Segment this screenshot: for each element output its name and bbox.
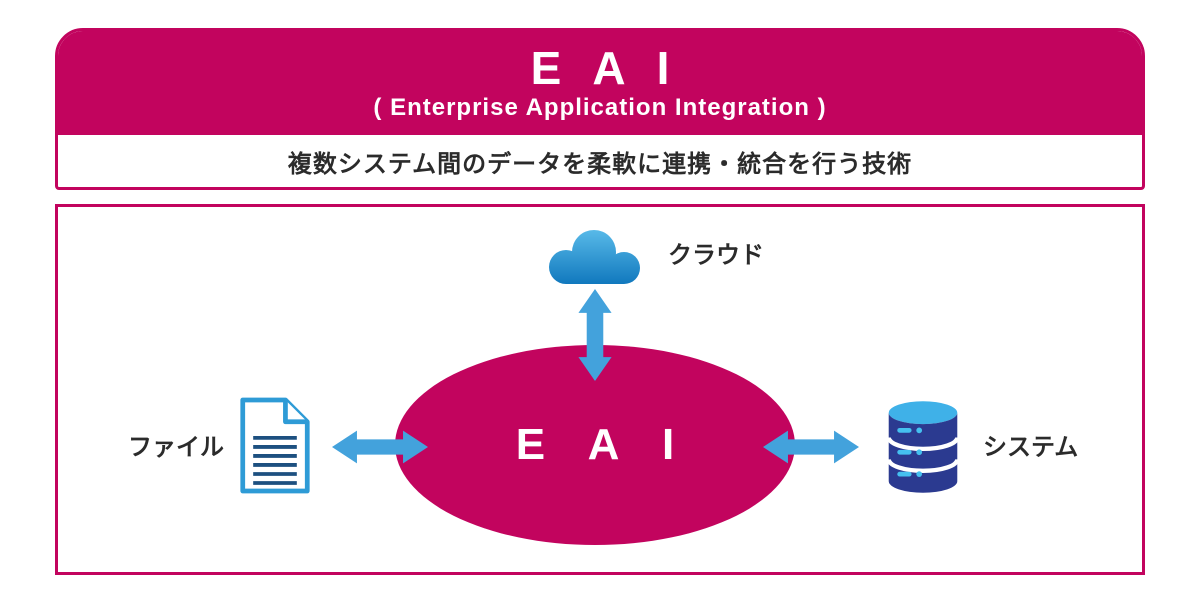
file-document-icon: [240, 397, 310, 494]
system-label: システム: [983, 434, 1079, 461]
double-arrow-cloud-icon: [578, 289, 612, 381]
header-banner: E A I ( Enterprise Application Integrati…: [58, 31, 1142, 135]
cloud-icon: [549, 230, 640, 284]
database-icon: [886, 401, 960, 493]
double-arrow-system-icon: [763, 430, 859, 464]
page-subtitle: ( Enterprise Application Integration ): [373, 94, 827, 122]
eai-hub-label: E A I: [515, 420, 691, 469]
file-label: ファイル: [128, 434, 224, 461]
page-title: E A I: [530, 41, 680, 94]
header-section: E A I ( Enterprise Application Integrati…: [55, 28, 1145, 190]
cloud-label: クラウド: [668, 242, 764, 269]
diagram-canvas: E A I クラウド: [55, 204, 1145, 575]
double-arrow-file-icon: [332, 430, 428, 464]
header-description: 複数システム間のデータを柔軟に連携・統合を行う技術: [287, 150, 913, 178]
